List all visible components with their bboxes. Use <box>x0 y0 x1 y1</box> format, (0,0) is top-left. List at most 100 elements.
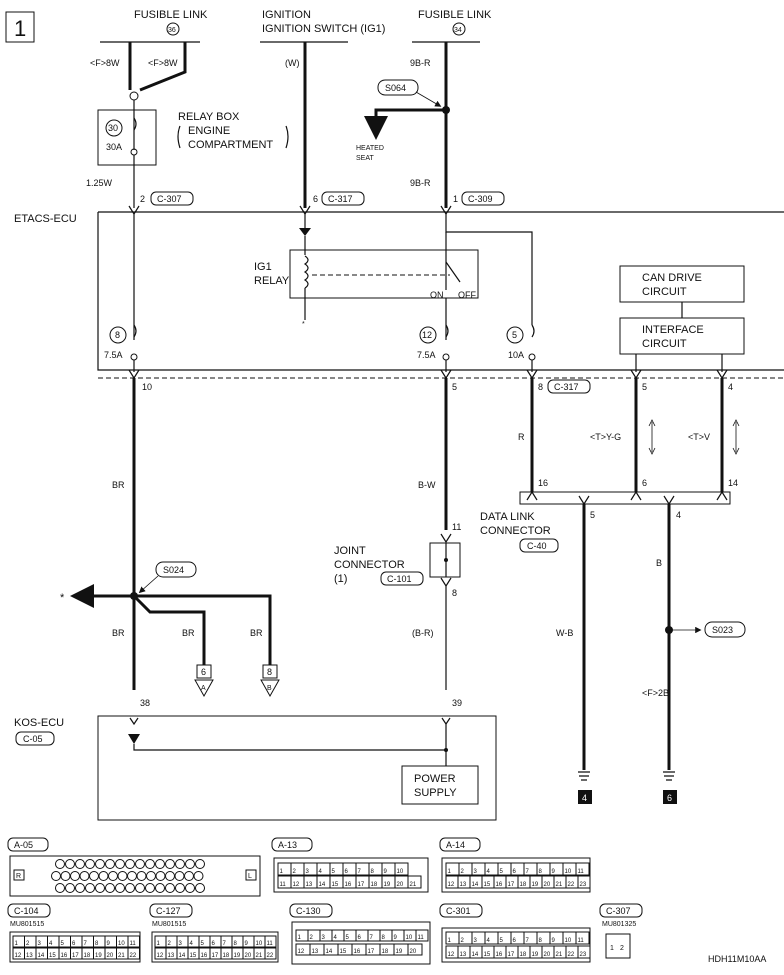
svg-text:16: 16 <box>201 953 208 959</box>
wire-label-w-b: W-B <box>556 628 573 638</box>
fusible-link-36-label: FUSIBLE LINK 36 <box>134 9 208 36</box>
svg-text:6: 6 <box>212 941 216 947</box>
svg-text:MU801515: MU801515 <box>10 921 44 928</box>
svg-text:3: 3 <box>306 869 310 875</box>
svg-text:8: 8 <box>539 869 543 875</box>
ref-a: A <box>201 685 206 692</box>
svg-text:C-307: C-307 <box>606 906 631 916</box>
svg-text:19: 19 <box>95 953 102 959</box>
svg-text:1: 1 <box>280 869 284 875</box>
svg-text:5: 5 <box>346 935 350 941</box>
svg-text:20: 20 <box>397 882 404 888</box>
svg-text:2: 2 <box>620 945 624 952</box>
svg-text:MU801515: MU801515 <box>152 921 186 928</box>
svg-text:13: 13 <box>312 949 319 955</box>
svg-text:16: 16 <box>496 952 503 958</box>
svg-text:18: 18 <box>520 882 527 888</box>
etacs-fuse-5-amp: 10A <box>508 350 524 360</box>
svg-text:C-104: C-104 <box>14 906 39 916</box>
c101-connector: C-101 <box>387 574 412 584</box>
svg-text:21: 21 <box>256 953 263 959</box>
svg-text:19: 19 <box>384 882 391 888</box>
kos-ecu-title: KOS-ECU <box>14 717 64 729</box>
interface-label-2: CIRCUIT <box>642 338 687 350</box>
c317b-pin: 8 <box>538 382 543 392</box>
diagram-code: HDH11M10AA <box>708 954 766 964</box>
splice-s064: S064 <box>385 83 406 93</box>
dlc-pin-4: 4 <box>676 510 681 520</box>
svg-text:9: 9 <box>394 935 398 941</box>
svg-text:15: 15 <box>340 949 347 955</box>
svg-text:15: 15 <box>332 882 339 888</box>
svg-text:13: 13 <box>460 882 467 888</box>
ref-b: B <box>267 685 272 692</box>
etacs-fuse-12-num: 12 <box>422 330 432 340</box>
svg-text:6: 6 <box>345 869 349 875</box>
svg-text:10: 10 <box>397 869 404 875</box>
power-supply-label: POWER <box>414 773 456 785</box>
joint-connector-title: JOINT <box>334 545 366 557</box>
relay-fuse-amp: 30A <box>106 142 122 152</box>
connector-view-c307: C-307 MU801325 1 2 <box>599 903 643 959</box>
svg-text:17: 17 <box>368 949 375 955</box>
wire-label-r: R <box>518 432 525 442</box>
c309-pin: 1 <box>453 194 458 204</box>
svg-text:4: 4 <box>319 869 323 875</box>
svg-text:20: 20 <box>107 953 114 959</box>
joint-pin-11: 11 <box>452 522 461 532</box>
svg-text:6: 6 <box>358 935 362 941</box>
etacs-pin-5a: 5 <box>452 382 457 392</box>
ignition-switch-label: IGNITION <box>262 9 311 21</box>
svg-text:8: 8 <box>234 941 238 947</box>
svg-text:16: 16 <box>345 882 352 888</box>
svg-text:15: 15 <box>484 882 491 888</box>
svg-text:11: 11 <box>130 941 137 947</box>
svg-text:7: 7 <box>526 938 530 944</box>
svg-text:3: 3 <box>322 935 326 941</box>
svg-text:1: 1 <box>448 869 452 875</box>
kos-ecu-box <box>97 715 497 821</box>
joint-pin-8: 8 <box>452 588 457 598</box>
svg-text:4: 4 <box>487 938 491 944</box>
svg-text:1: 1 <box>298 935 302 941</box>
svg-text:18: 18 <box>520 952 527 958</box>
heated-seat-label: HEATED <box>356 145 384 152</box>
svg-text:18: 18 <box>223 953 230 959</box>
dlc-pin-6: 6 <box>642 478 647 488</box>
svg-text:8: 8 <box>539 938 543 944</box>
svg-text:17: 17 <box>72 953 79 959</box>
can-drive-label: CAN DRIVE <box>642 272 702 284</box>
svg-text:20: 20 <box>245 953 252 959</box>
svg-text:1: 1 <box>15 941 19 947</box>
ig1-relay-label: IG1 <box>254 261 272 273</box>
wire-label-b: B <box>656 558 662 568</box>
svg-text:4: 4 <box>190 941 194 947</box>
dlc-pin-14: 14 <box>728 478 738 488</box>
svg-text:17: 17 <box>358 882 365 888</box>
svg-text:3: 3 <box>179 941 183 947</box>
ground-mark: * <box>302 321 305 328</box>
can-drive-label-2: CIRCUIT <box>642 286 687 298</box>
svg-text:20: 20 <box>410 949 417 955</box>
svg-text:19: 19 <box>532 882 539 888</box>
power-supply-label-2: SUPPLY <box>414 787 457 799</box>
svg-text:34: 34 <box>454 27 462 34</box>
fusible-link-34-label: FUSIBLE LINK 34 <box>418 9 492 36</box>
svg-text:2: 2 <box>461 869 465 875</box>
joint-connector-box <box>429 542 461 578</box>
svg-text:22: 22 <box>267 953 274 959</box>
svg-text:11: 11 <box>418 935 425 941</box>
wire-label-br-3: BR <box>182 628 195 638</box>
data-link-title-2: CONNECTOR <box>480 525 551 537</box>
etacs-ecu-title: ETACS-ECU <box>14 213 77 225</box>
svg-text:14: 14 <box>319 882 326 888</box>
svg-text:2: 2 <box>310 935 314 941</box>
svg-text:8: 8 <box>95 941 99 947</box>
svg-text:FUSIBLE LINK: FUSIBLE LINK <box>418 9 492 21</box>
svg-text:15: 15 <box>190 953 197 959</box>
svg-text:5: 5 <box>201 941 205 947</box>
kos-pin-39: 39 <box>452 698 462 708</box>
wire-label-f8w-right: <F>8W <box>148 58 178 68</box>
svg-text:1: 1 <box>157 941 161 947</box>
